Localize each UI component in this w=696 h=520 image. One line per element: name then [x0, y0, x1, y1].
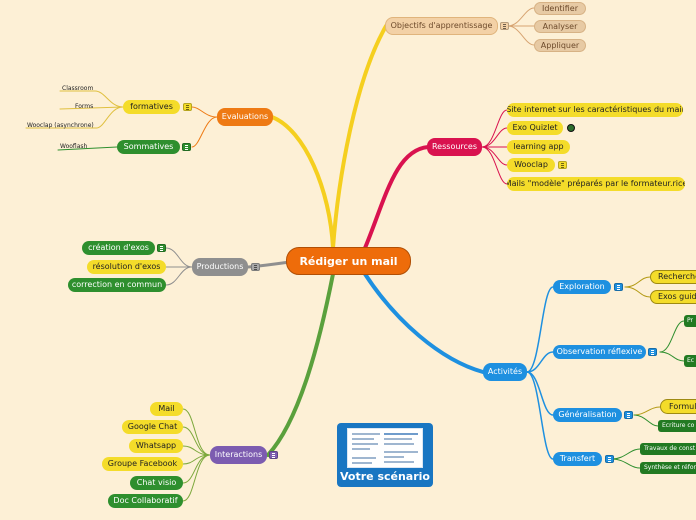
ressource-wooclap[interactable]: Wooclap	[507, 158, 555, 172]
objectifs-node[interactable]: Objectifs d'apprentissage	[385, 17, 498, 35]
observation-ec[interactable]: Ec	[684, 355, 696, 367]
exploration-exos-guide[interactable]: Exos guidé	[650, 290, 696, 304]
notes-icon[interactable]	[183, 103, 192, 111]
generalisation-ecriture[interactable]: Ecriture co	[658, 420, 696, 432]
interactions-node[interactable]: Interactions	[210, 446, 267, 464]
objectif-analyser[interactable]: Analyser	[534, 20, 586, 33]
ressource-mails-modele[interactable]: Mails "modèle" préparés par le formateur…	[507, 177, 685, 191]
transfert-synthese[interactable]: Synthèse et réfor	[640, 462, 696, 474]
interaction-groupe-facebook[interactable]: Groupe Facebook	[102, 457, 183, 471]
activite-generalisation[interactable]: Généralisation	[553, 408, 622, 422]
production-creation-exos[interactable]: création d'exos	[82, 241, 155, 255]
ressource-learning-app[interactable]: learning app	[507, 140, 570, 154]
sommative-wooflash[interactable]: Wooflash	[60, 143, 88, 150]
formative-classroom[interactable]: Classroom	[62, 85, 94, 92]
productions-node[interactable]: Productions	[192, 258, 248, 276]
production-correction[interactable]: correction en commun	[68, 278, 166, 292]
scenario-card[interactable]: Votre scénario	[337, 423, 433, 487]
production-resolution-exos[interactable]: résolution d'exos	[87, 260, 166, 274]
exploration-recherches[interactable]: Recherches	[650, 270, 696, 284]
evaluations-node[interactable]: Evaluations	[217, 108, 273, 126]
scenario-title: Votre scénario	[340, 470, 430, 483]
formative-wooclap[interactable]: Wooclap (asynchrone)	[27, 122, 94, 129]
notes-icon[interactable]	[500, 22, 509, 30]
evaluation-sommatives[interactable]: Sommatives	[117, 140, 180, 154]
objectif-identifier[interactable]: Identifier	[534, 2, 586, 15]
evaluation-formatives[interactable]: formatives	[123, 100, 180, 114]
scenario-thumbnail-image	[347, 428, 423, 468]
notes-icon[interactable]	[251, 263, 260, 271]
activites-node[interactable]: Activités	[483, 363, 527, 381]
interaction-chat-visio[interactable]: Chat visio	[130, 476, 183, 490]
interaction-google-chat[interactable]: Google Chat	[122, 420, 183, 434]
formative-forms[interactable]: Forms	[75, 103, 94, 110]
activite-transfert[interactable]: Transfert	[553, 452, 602, 466]
notes-icon[interactable]	[605, 455, 614, 463]
activite-exploration[interactable]: Exploration	[553, 280, 611, 294]
transfert-travaux[interactable]: Travaux de const	[640, 443, 696, 455]
central-topic[interactable]: Rédiger un mail	[286, 247, 411, 275]
notes-icon[interactable]	[269, 451, 278, 459]
notes-icon[interactable]	[558, 161, 567, 169]
activite-observation[interactable]: Observation réflexive	[553, 345, 646, 359]
interaction-doc-collaboratif[interactable]: Doc Collaboratif	[108, 494, 183, 508]
generalisation-formula[interactable]: Formula	[660, 399, 696, 414]
ressource-site-internet[interactable]: Site internet sur les caractéristiques d…	[507, 103, 683, 117]
notes-icon[interactable]	[624, 411, 633, 419]
notes-icon[interactable]	[182, 143, 191, 151]
globe-icon[interactable]	[567, 124, 575, 132]
ressources-node[interactable]: Ressources	[427, 138, 482, 156]
notes-icon[interactable]	[614, 283, 623, 291]
observation-pr[interactable]: Pr	[684, 315, 696, 327]
interaction-mail[interactable]: Mail	[150, 402, 183, 416]
objectif-appliquer[interactable]: Appliquer	[534, 39, 586, 52]
interaction-whatsapp[interactable]: Whatsapp	[129, 439, 183, 453]
notes-icon[interactable]	[648, 348, 657, 356]
ressource-exo-quizlet[interactable]: Exo Quizlet	[507, 121, 563, 135]
notes-icon[interactable]	[157, 244, 166, 252]
